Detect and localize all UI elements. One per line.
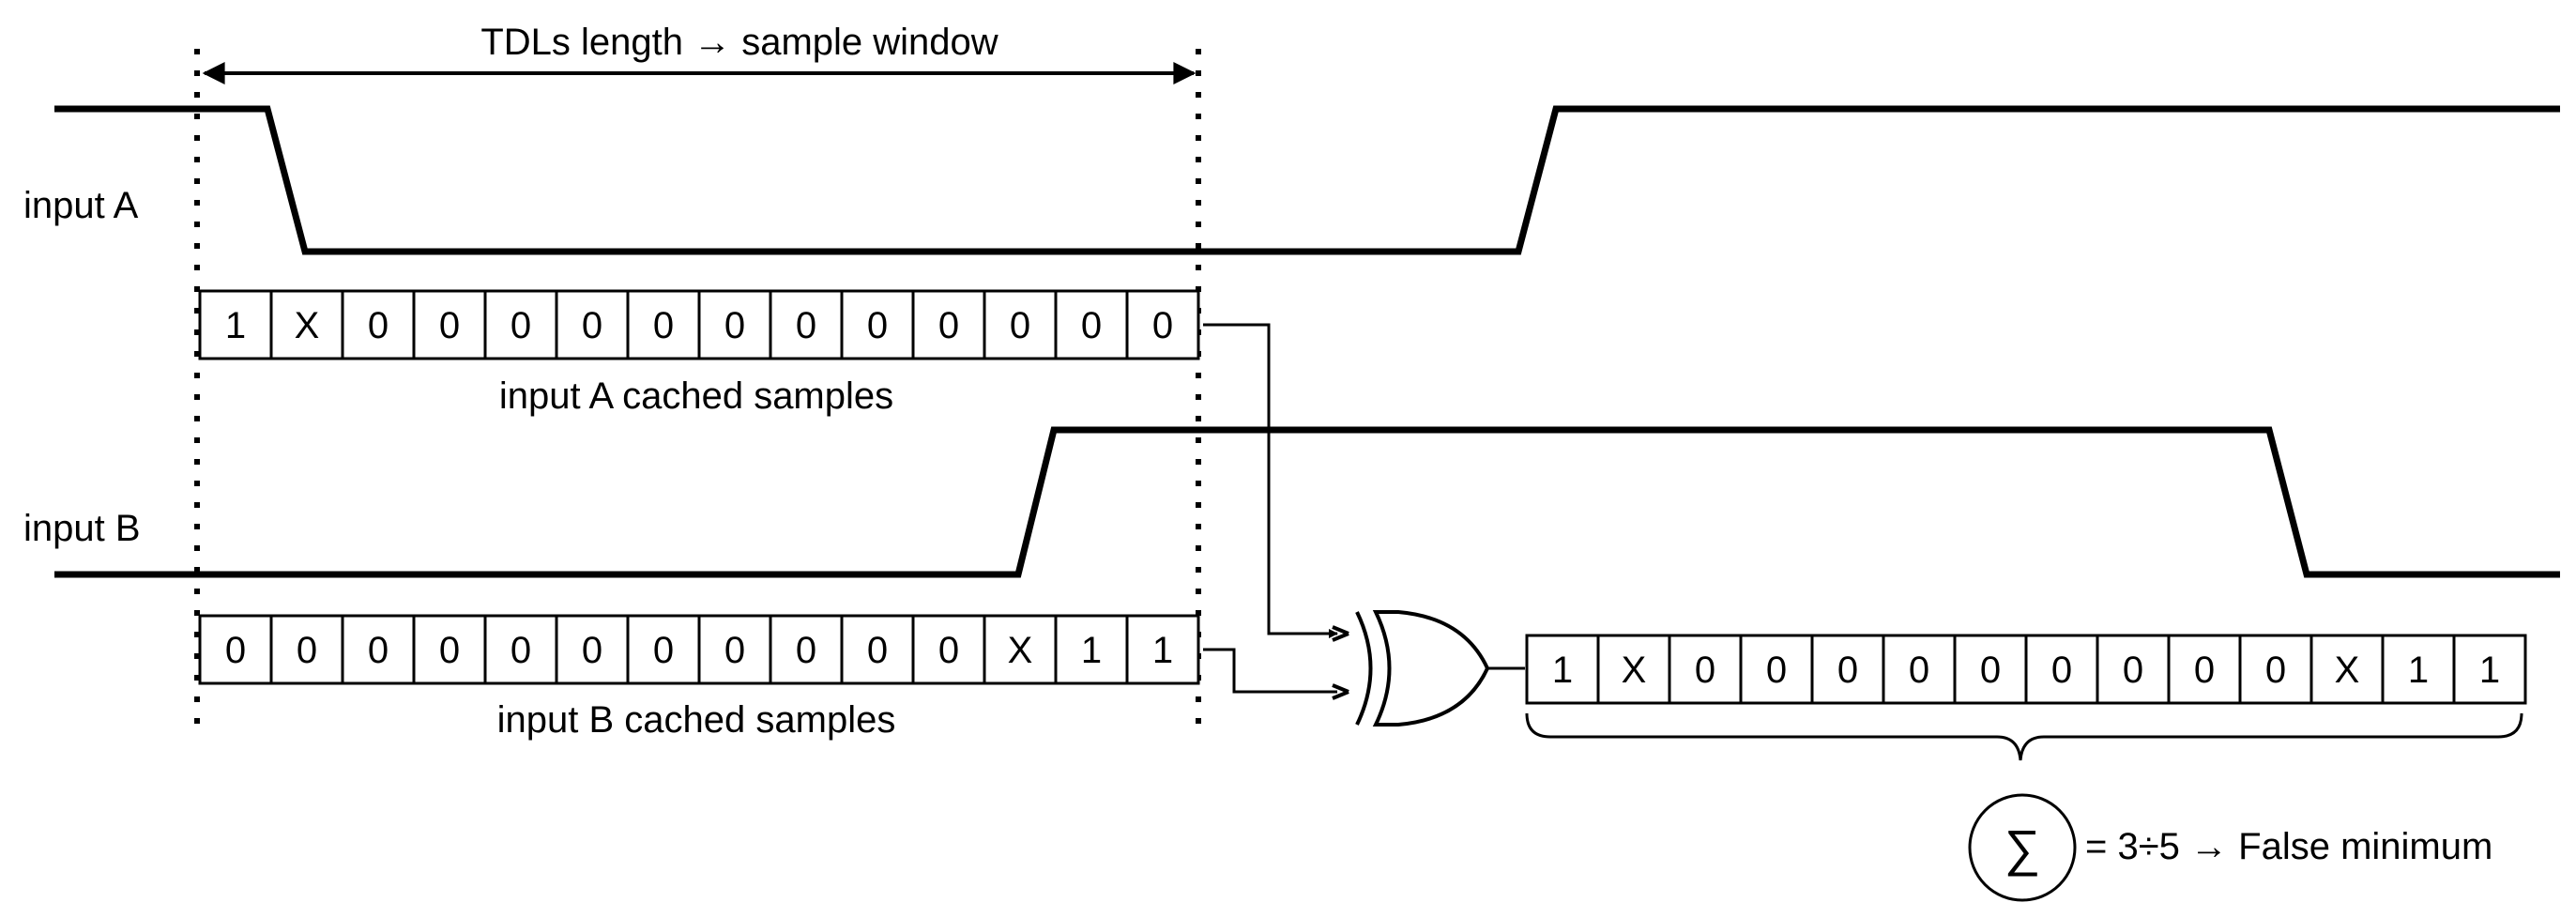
register-cell — [2452, 634, 2527, 705]
register-cell-value: 1 — [2408, 650, 2429, 691]
output-brace — [1525, 712, 2523, 761]
register-cell — [2381, 634, 2456, 705]
input-a-waveform — [54, 105, 2560, 255]
input-a-label: input A — [23, 185, 139, 226]
register-cell — [840, 614, 915, 685]
register-cell — [911, 614, 986, 685]
input-b-cached-label: input B cached samples — [497, 699, 896, 741]
register-cell-value: 0 — [938, 630, 959, 671]
sum-icon: ∑ — [2004, 820, 2041, 877]
register-cell-value: 0 — [1980, 650, 2001, 691]
input-b-arrow-tip-2 — [1332, 690, 1349, 700]
register-cell-value: 0 — [1010, 305, 1030, 346]
register-cell-value: 0 — [511, 305, 531, 346]
register-cell-value: 0 — [1152, 305, 1173, 346]
register-cell-value: 0 — [796, 305, 816, 346]
register-cell — [911, 289, 986, 360]
register-cell-value: 1 — [1552, 650, 1573, 691]
register-cell — [555, 289, 630, 360]
register-cell-value: 0 — [1909, 650, 1929, 691]
register-cell-value: 0 — [368, 305, 389, 346]
register-cell-value: 0 — [938, 305, 959, 346]
input-b-connection — [1203, 648, 1337, 694]
register-cell — [1125, 614, 1200, 685]
register-cell-value: 0 — [653, 305, 674, 346]
register-cell — [1125, 289, 1200, 360]
register-cell-value: 0 — [2194, 650, 2215, 691]
register-cell-value: 0 — [796, 630, 816, 671]
xor-gate-icon — [1355, 610, 1490, 727]
register-cell-value: 0 — [439, 630, 460, 671]
register-cell-value: 0 — [724, 630, 745, 671]
input-a-arrow-tip-2 — [1332, 632, 1349, 642]
register-cell-value: 0 — [867, 630, 888, 671]
register-cell-value: 0 — [1695, 650, 1715, 691]
register-cell-value: 0 — [1081, 305, 1102, 346]
register-cell-value: 0 — [439, 305, 460, 346]
result-label: = 3÷5 → False minimum — [2085, 826, 2492, 867]
register-cell-value: 0 — [2123, 650, 2143, 691]
input-b-label: input B — [23, 508, 141, 549]
sample-window-label: TDLs length → sample window — [480, 22, 998, 63]
register-cell — [483, 614, 558, 685]
register-cell-value: 0 — [297, 630, 317, 671]
register-cell — [769, 289, 844, 360]
register-cell-value: 1 — [225, 305, 246, 346]
register-cell — [2238, 634, 2313, 705]
register-cell-value: 1 — [2479, 650, 2500, 691]
input-a-connection — [1203, 323, 1338, 638]
register-cell — [1668, 634, 1743, 705]
register-cell-value: 0 — [225, 630, 246, 671]
register-cell-value: 0 — [368, 630, 389, 671]
register-cell-value: X — [2335, 650, 2360, 691]
register-cell — [2309, 634, 2385, 705]
input-a-cached-label: input A cached samples — [499, 375, 893, 417]
input-a-arrow-tip — [1332, 625, 1349, 635]
register-cell-value: 0 — [653, 630, 674, 671]
xor-output-register: 1 X 0 0 0 0 0 0 0 0 0 X 1 1 — [1525, 634, 2527, 705]
register-cell-value: X — [1622, 650, 1647, 691]
register-cell — [412, 614, 487, 685]
register-cell — [2167, 634, 2242, 705]
register-cell-value: 1 — [1081, 630, 1102, 671]
register-cell-value: 0 — [2051, 650, 2072, 691]
register-cell-value: 0 — [511, 630, 531, 671]
input-b-waveform — [54, 426, 2560, 578]
register-cell — [1596, 634, 1671, 705]
sum-circle — [1968, 793, 2077, 902]
register-cell — [1054, 289, 1129, 360]
register-cell — [2096, 634, 2171, 705]
register-cell — [483, 289, 558, 360]
register-cell — [269, 289, 344, 360]
register-cell-value: 0 — [1766, 650, 1787, 691]
register-cell — [1739, 634, 1814, 705]
register-cell-value: 1 — [1152, 630, 1173, 671]
register-cell-value: 0 — [1837, 650, 1858, 691]
input-b-register: 0 0 0 0 0 0 0 0 0 0 0 X 1 1 — [198, 614, 1200, 685]
input-a-register: 1 X 0 0 0 0 0 0 0 0 0 0 0 0 — [198, 289, 1200, 360]
register-cell-value: X — [295, 305, 320, 346]
register-cell-value: 0 — [582, 305, 602, 346]
input-b-arrow-tip — [1332, 683, 1349, 694]
register-cell — [1810, 634, 1885, 705]
register-cell-value: 0 — [867, 305, 888, 346]
register-cell-value: 0 — [724, 305, 745, 346]
register-cell — [983, 289, 1058, 360]
register-cell — [840, 289, 915, 360]
register-cell — [2024, 634, 2099, 705]
register-cell-value: 0 — [582, 630, 602, 671]
register-cell — [198, 614, 273, 685]
register-cell — [626, 289, 701, 360]
register-cell-value: 0 — [2265, 650, 2286, 691]
register-cell — [1054, 614, 1129, 685]
register-cell-value: X — [1008, 630, 1033, 671]
